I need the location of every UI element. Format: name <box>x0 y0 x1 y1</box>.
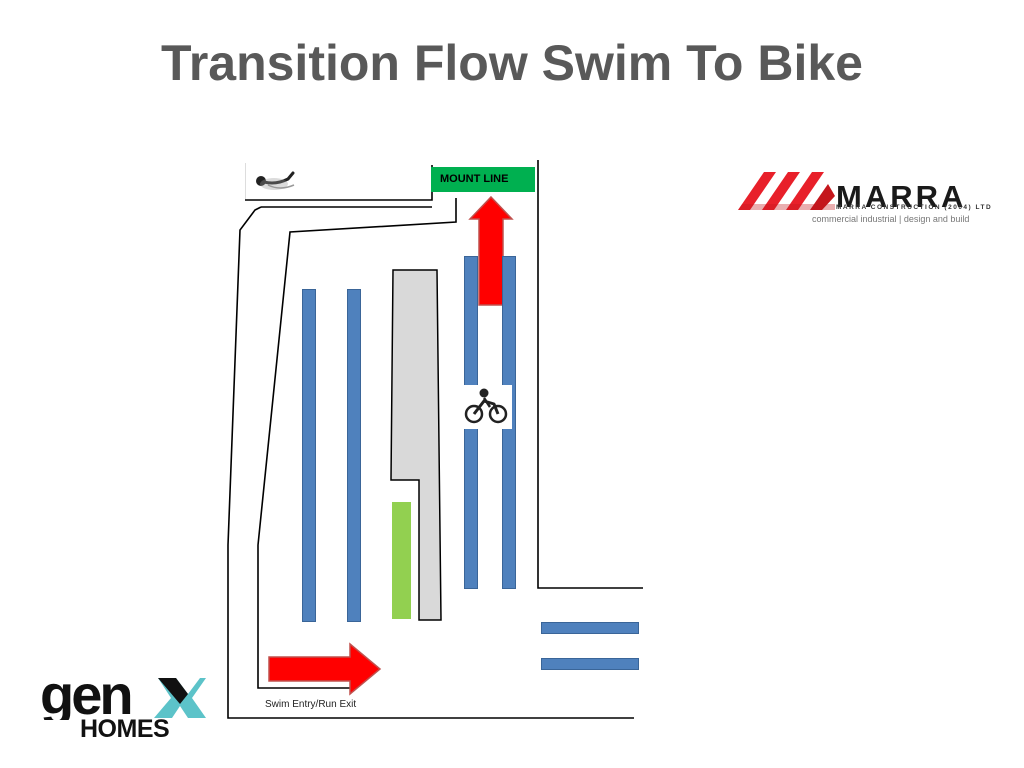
swimmer-icon <box>245 163 302 199</box>
marra-logo-subtitle: MARRA CONSTRUCTION (2004) LTD <box>836 204 993 211</box>
marra-logo-name: MARRA <box>836 179 967 214</box>
svg-text:gen: gen <box>40 672 131 720</box>
bike-rack <box>541 658 639 670</box>
bike-rack <box>302 289 316 622</box>
slide-title: Transition Flow Swim To Bike <box>161 35 863 91</box>
marra-logo-tagline: commercial industrial | design and build <box>812 214 970 224</box>
swim-entry-run-exit-label: Swim Entry/Run Exit <box>265 699 357 710</box>
cyclist-icon <box>460 385 512 429</box>
genx-logo-mark-icon: gen <box>40 672 206 720</box>
mount-line: MOUNT LINE <box>431 167 535 192</box>
exit-arrow-icon <box>468 195 514 306</box>
transition-divider-area <box>390 269 442 621</box>
bike-rack <box>541 622 639 634</box>
marra-logo-mark-icon <box>738 172 835 210</box>
green-area <box>392 502 411 619</box>
bike-rack <box>347 289 361 622</box>
genx-logo-homes: HOMES <box>80 715 170 743</box>
entry-arrow-icon <box>268 642 382 696</box>
